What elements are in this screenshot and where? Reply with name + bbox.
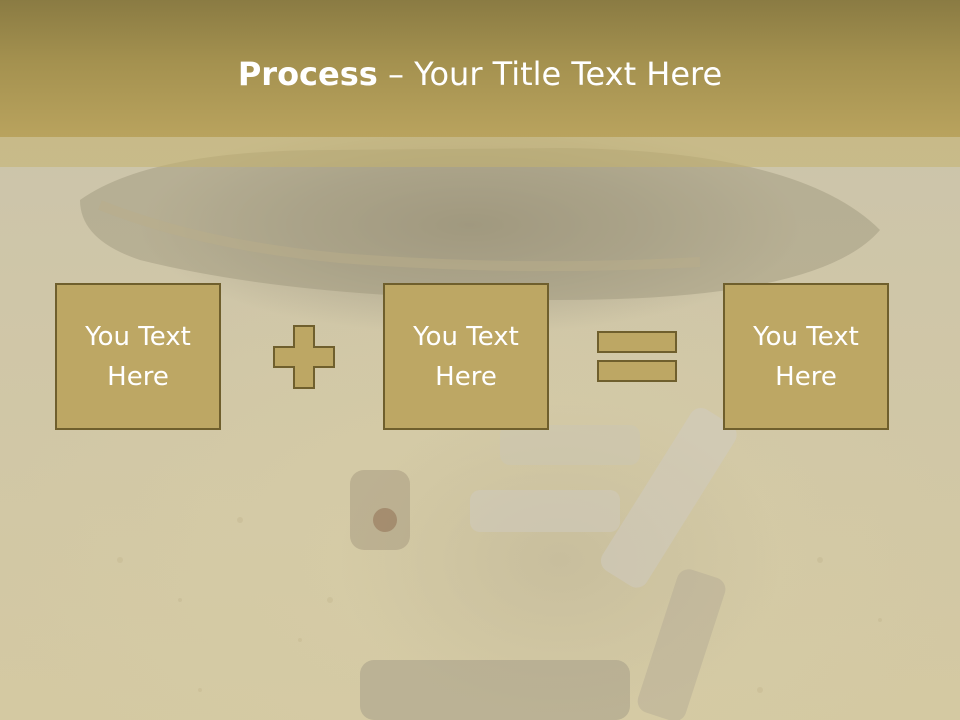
process-box-1[interactable]: You Text Here [55,283,221,430]
plus-icon [273,325,335,389]
process-box-3[interactable]: You Text Here [723,283,889,430]
title-bar [0,0,960,137]
process-box-3-text: You Text Here [753,321,859,392]
slide-title[interactable]: Process – Your Title Text Here [0,52,960,96]
title-band [0,137,960,167]
equals-icon [597,331,677,383]
process-box-1-text: You Text Here [85,321,191,392]
process-box-2-text: You Text Here [413,321,519,392]
process-box-2[interactable]: You Text Here [383,283,549,430]
title-bold: Process [237,55,378,93]
title-text: – Your Title Text Here [377,55,723,93]
